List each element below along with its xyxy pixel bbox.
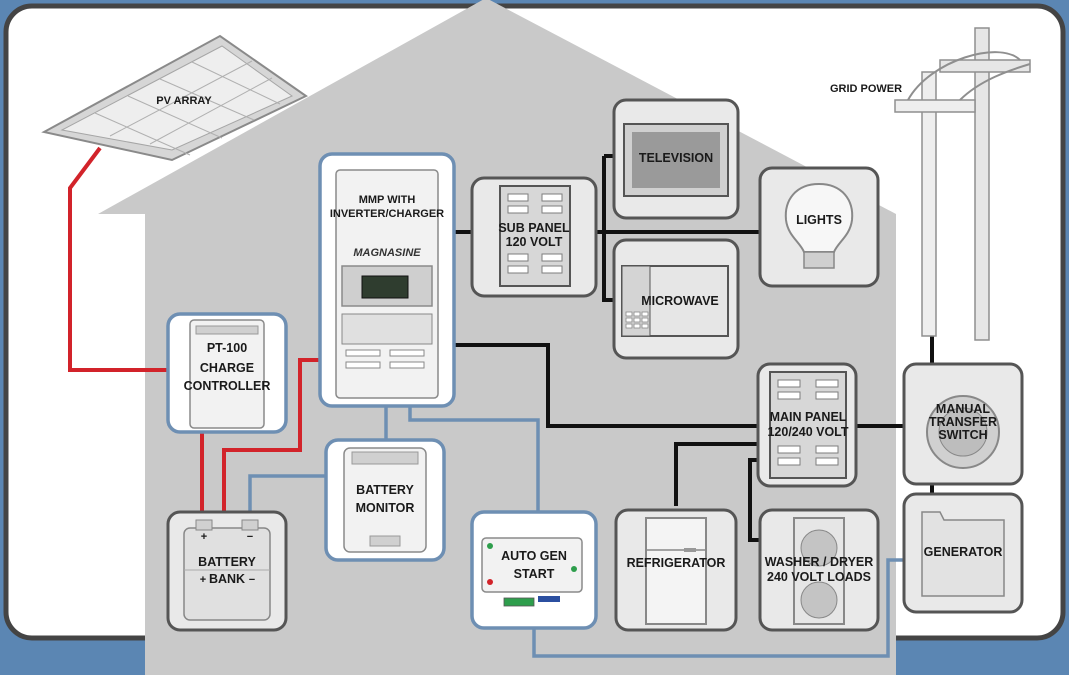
battery-plus-top: + [201,531,207,543]
status-led-green-icon [487,543,493,549]
battery-terminal-pos [195,519,213,531]
television-box[interactable]: TELEVISION [612,98,740,220]
transfer-label-line2: TRANSFER [929,415,997,429]
television-label: TELEVISION [639,151,713,165]
refrigerator-label: REFRIGERATOR [627,556,726,570]
battery-monitor-label-line2: MONITOR [356,501,415,515]
fridge-handle [684,548,696,552]
mmp-to-autogen-wire [408,406,540,512]
grid-power-poles: GRID POWER [830,27,1031,341]
pv-array: PV ARRAY [41,34,308,162]
charge-controller-device [189,319,265,429]
transfer-label-line1: MANUAL [936,402,991,416]
battery-monitor-device [343,447,427,553]
generator-label: GENERATOR [924,545,1003,559]
battery-monitor-label-line1: BATTERY [356,483,414,497]
magnasine-logo: MAGNASINE [353,247,421,259]
pt100-label-line3: CONTROLLER [184,379,271,393]
transfer-switch-box[interactable]: MANUAL TRANSFER SWITCH [902,362,1024,486]
controller-top-vent [195,325,259,335]
battery-to-monitor-wire [248,474,326,512]
battery-minus-top: − [247,531,253,543]
sub-panel-label-line2: 120 VOLT [506,235,563,249]
battery-minus-bottom: − [249,574,255,586]
generator-box[interactable]: GENERATOR [902,492,1024,614]
washer-label-line2: 240 VOLT LOADS [767,570,871,584]
pt100-label-line2: CHARGE [200,361,254,375]
lights-box[interactable]: LIGHTS [758,166,880,288]
main-panel-label-line2: 120/240 VOLT [767,425,848,439]
battery-terminal-neg [241,519,259,531]
crossarm-back [939,59,1031,73]
charge-controller-box[interactable]: PT-100 CHARGE CONTROLLER [166,312,288,434]
pole-front [921,71,937,337]
main-panel-box[interactable]: MAIN PANEL 120/240 VOLT [756,362,858,488]
mmp-label-line1: MMP WITH [359,194,416,206]
auto-gen-device [481,537,583,593]
washer-drum-icon [800,529,838,567]
generator-icon [921,511,1005,597]
battery-plus-bottom: + [200,574,206,586]
autogen-to-generator-wire [532,558,904,658]
pv-array-label: PV ARRAY [156,95,212,107]
mmp-inverter-box[interactable]: MMP WITH INVERTER/CHARGER MAGNASINE [318,152,456,408]
microwave-box[interactable]: MICROWAVE [612,238,740,360]
battery-to-mmp-wire-3 [298,358,320,396]
sub-panel-box[interactable]: SUB PANEL 120 VOLT [470,176,598,298]
refrigerator-box[interactable]: REFRIGERATOR [614,508,738,632]
transfer-switch-dial [938,407,988,457]
auto-gen-label-line2: START [514,567,555,581]
terminal-block-icon [503,597,535,607]
pv-to-controller-wire [68,146,168,372]
battery-icon [183,527,271,621]
status-led-green-2-icon [571,566,577,572]
monitor-vent [351,451,419,465]
battery-to-mmp-wire-1 [222,396,302,512]
transfer-label-line3: SWITCH [938,428,987,442]
tv-screen [632,132,720,188]
mainpanel-to-fridge-wire [674,442,758,506]
auto-gen-label-line1: AUTO GEN [501,549,567,563]
crossarm-front [894,99,976,113]
monitor-connector [369,535,401,547]
pole-back [974,27,990,341]
battery-bank-label-line1: BATTERY [198,555,256,569]
terminal-connector-icon [538,596,560,602]
status-led-red-icon [487,579,493,585]
lights-label: LIGHTS [796,213,842,227]
mmp-label-line2: INVERTER/CHARGER [330,208,444,220]
dryer-drum-icon [800,581,838,619]
power-line-2 [959,63,1031,101]
mmp-breakers [341,313,433,345]
fridge-icon [645,517,707,625]
main-panel-label-line1: MAIN PANEL [770,410,847,424]
battery-bank-box[interactable]: + − BATTERY + BANK − [166,510,288,632]
microwave-label: MICROWAVE [641,294,719,308]
grid-power-label: GRID POWER [830,83,902,95]
mainpanel-to-washer-wire [748,458,760,542]
battery-monitor-box[interactable]: BATTERY MONITOR [324,438,446,562]
power-line-1 [907,51,1021,101]
mmp-to-mainpanel-wire [454,343,758,428]
sub-panel-label-line1: SUB PANEL [498,221,570,235]
auto-gen-start-box[interactable]: AUTO GEN START [470,510,598,630]
washer-dryer-box[interactable]: WASHER / DRYER 240 VOLT LOADS [758,508,880,632]
washer-label-line1: WASHER / DRYER [765,555,874,569]
subpanel-branch-wire [602,156,614,302]
pt100-label-line1: PT-100 [207,341,247,355]
mmp-lcd-icon [361,275,409,299]
bulb-base [803,251,835,269]
battery-bank-label-line2: BANK [209,572,245,586]
